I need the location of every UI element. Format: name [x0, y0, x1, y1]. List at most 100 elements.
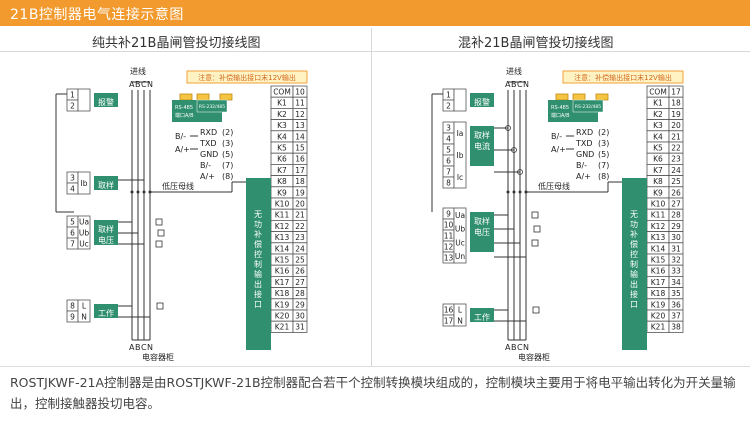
output-terminal-number: 31: [295, 323, 305, 332]
power-pin-label: L: [82, 302, 87, 311]
comms-terminal-label: B/-: [200, 161, 211, 170]
fuse-symbol: [531, 239, 539, 247]
power-pin-label: N: [457, 317, 463, 326]
output-terminal-label: K13: [275, 233, 290, 242]
output-terminal-number: 20: [295, 200, 305, 209]
voltage-term-number: 5: [70, 218, 75, 227]
header-bar: 21B控制器电气连接示意图: [0, 0, 750, 26]
output-terminal-number: 25: [671, 177, 681, 186]
output-terminal-number: 21: [671, 132, 681, 141]
power-pin-box: [77, 299, 91, 323]
alarm-device-label: 报警: [98, 97, 114, 107]
output-terminal-number: 22: [295, 222, 305, 231]
voltage-pin-box: [77, 215, 91, 250]
voltage-term-number: 9: [446, 210, 451, 219]
description-divider: [0, 366, 750, 367]
output-terminal-label: K9: [653, 188, 663, 197]
connector-block: [595, 93, 609, 101]
output-terminal-label: K7: [277, 166, 287, 175]
power-pin-label: N: [81, 313, 87, 322]
output-terminal-label: K17: [651, 278, 666, 287]
current-term-number: 3: [446, 124, 451, 133]
output-module-label: 制: [630, 259, 638, 269]
comms-terminal-label: GND: [200, 150, 218, 159]
connector-block: [196, 93, 210, 101]
fuse-symbol: [155, 240, 163, 248]
bus-label: 低压母线: [162, 181, 194, 191]
alarm-device-box: [94, 93, 118, 107]
comms-terminal-number: (5): [222, 150, 233, 159]
output-terminal-number: 26: [295, 267, 305, 276]
phase-label-bottom: C: [141, 343, 147, 352]
alarm-pin-box: [77, 88, 91, 112]
output-terminal-number: 24: [671, 166, 681, 175]
current-term-number: 8: [446, 179, 451, 188]
output-terminal-label: K12: [651, 222, 666, 231]
output-terminal-number: 23: [671, 155, 681, 164]
current-term-number: 7: [446, 168, 451, 177]
fuse-symbol: [155, 218, 163, 226]
alarm-device-label: 输出: [474, 108, 490, 118]
connector-block: [555, 93, 569, 101]
output-terminal-number: 36: [671, 300, 681, 309]
output-terminal-label: K16: [651, 267, 666, 276]
output-terminal-label: K11: [651, 211, 666, 220]
output-terminal-label: K9: [277, 188, 287, 197]
output-terminal-label: K10: [275, 200, 290, 209]
voltage-pin-label: Ua: [455, 211, 465, 220]
output-terminal-number: 24: [295, 244, 305, 253]
cabinet-label: 电容器柜: [142, 352, 174, 362]
current-pin-box: [77, 171, 91, 195]
output-terminal-label: K3: [653, 121, 663, 130]
connector-block: [179, 93, 193, 101]
connector-block: [219, 93, 233, 101]
current-term-number: 4: [70, 185, 75, 194]
output-terminal-number: 18: [295, 177, 305, 186]
voltage-pin-label: Ub: [79, 229, 89, 238]
output-terminal-number: 15: [295, 144, 305, 153]
note-text: 注意：补偿输出接口末12V输出: [198, 73, 296, 82]
fuse-symbol: [157, 229, 165, 237]
incoming-label: 进线: [506, 66, 522, 76]
output-module-label: 控: [254, 249, 262, 259]
output-terminal-number: 16: [295, 155, 305, 164]
power-pin-label: L: [458, 306, 463, 315]
comms-terminal-number: (2): [222, 128, 233, 137]
output-terminal-label: K16: [275, 267, 290, 276]
output-terminal-num-cell: [668, 320, 684, 333]
alarm-pin-box: [453, 88, 467, 112]
alarm-term-number: 1: [70, 91, 75, 100]
output-module-label: 输: [630, 269, 638, 279]
output-module-label: 口: [630, 300, 638, 309]
incoming-label: 进线: [130, 66, 146, 76]
comms-terminal-number: (8): [598, 172, 609, 181]
output-module-label: 控: [630, 249, 638, 259]
output-terminal-label: K15: [651, 256, 666, 265]
title-divider: [0, 51, 750, 52]
right-diagram-title: 混补21B晶闸管投切接线图: [458, 36, 614, 51]
junction-dot: [142, 190, 146, 194]
ct-symbol: [505, 125, 511, 131]
output-terminal-label: K18: [651, 289, 666, 298]
voltage-pin-label: Ua: [79, 218, 89, 227]
output-terminal-number: 25: [295, 256, 305, 265]
output-terminal-label: K11: [275, 211, 290, 220]
output-terminal-label: K2: [277, 110, 287, 119]
voltage-pin-label: Uc: [79, 240, 89, 249]
output-module-label: 功: [254, 219, 262, 229]
output-terminal-label: K10: [651, 200, 666, 209]
current-device-box: [94, 176, 118, 190]
junction-dot: [512, 190, 516, 194]
comms-terminal-label: TXD: [199, 139, 217, 148]
output-module-label: 出: [254, 279, 262, 289]
output-module-box: [246, 178, 271, 350]
voltage-term-number: 12: [444, 243, 454, 252]
voltage-device-label: 取样: [98, 224, 114, 234]
voltage-device-label: 电压: [98, 235, 114, 245]
power-device-box: [470, 308, 494, 322]
comms-terminal-number: (8): [222, 172, 233, 181]
column-divider: [371, 28, 372, 366]
